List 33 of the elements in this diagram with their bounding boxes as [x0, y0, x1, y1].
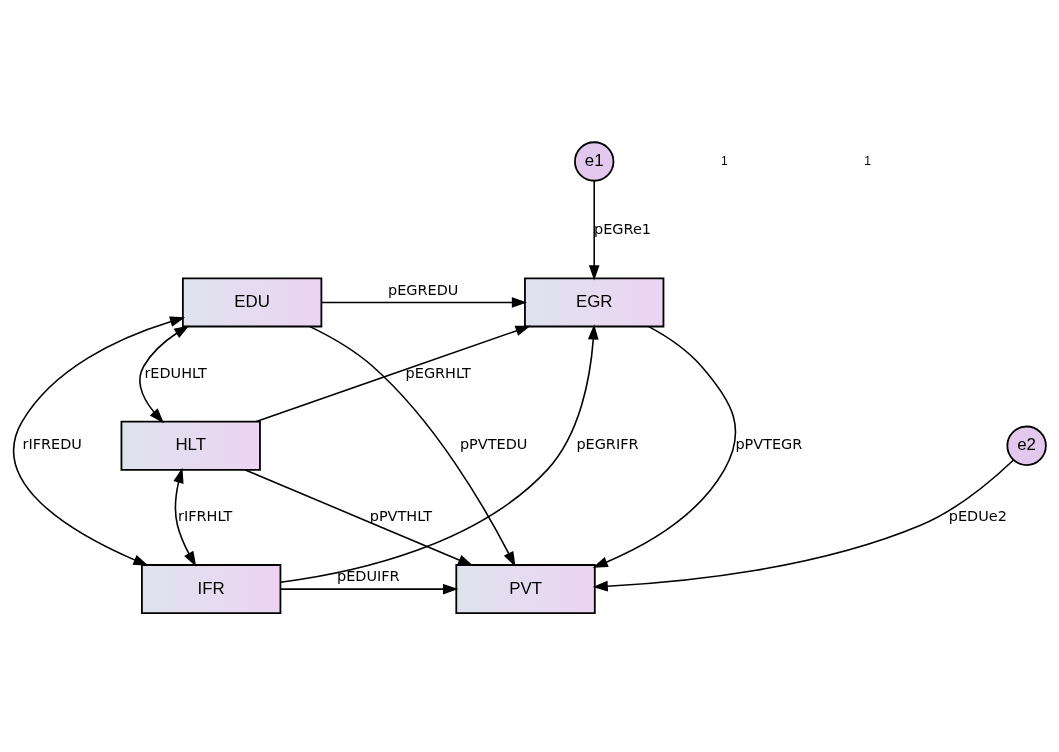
label: 1 [720, 153, 728, 168]
node-box: EGR [524, 276, 665, 327]
edge-label: rEDUHLT [144, 364, 207, 381]
edge-label: pEGRe1 [594, 220, 651, 237]
arrow [139, 325, 190, 423]
arrow [255, 325, 531, 422]
edge-label: pEGRIFR [576, 435, 639, 452]
node-box: EDU [181, 276, 323, 327]
node-box: HLT [120, 420, 261, 471]
node-box: IFR [141, 563, 282, 614]
node-box: PVT [455, 563, 596, 614]
edge-label: pPVTEGR [735, 435, 803, 452]
arrow [588, 179, 600, 280]
arrow [321, 296, 528, 308]
arrow [244, 468, 474, 566]
edge-label: rIFREDU [22, 435, 82, 452]
edge-label: pPVTEDU [459, 435, 528, 452]
arrow [12, 316, 186, 566]
edge-label: rIFRHLT [178, 507, 233, 524]
arrow [173, 467, 197, 567]
arrow [592, 458, 1015, 591]
arrow [279, 323, 599, 583]
arrow [592, 325, 737, 568]
arrow [309, 325, 516, 567]
edge-label: pEGREDU [388, 281, 459, 298]
edge-label: pEDUe2 [948, 507, 1007, 524]
node-circle: e1 [574, 140, 615, 182]
label: 1 [864, 153, 871, 168]
edge-label: pEGRHLT [405, 364, 471, 381]
edge-label: pEDUIFR [337, 567, 400, 584]
edge-label: pPVTHLT [369, 507, 433, 524]
arrow [279, 583, 459, 594]
node-circle: e2 [1006, 425, 1047, 466]
